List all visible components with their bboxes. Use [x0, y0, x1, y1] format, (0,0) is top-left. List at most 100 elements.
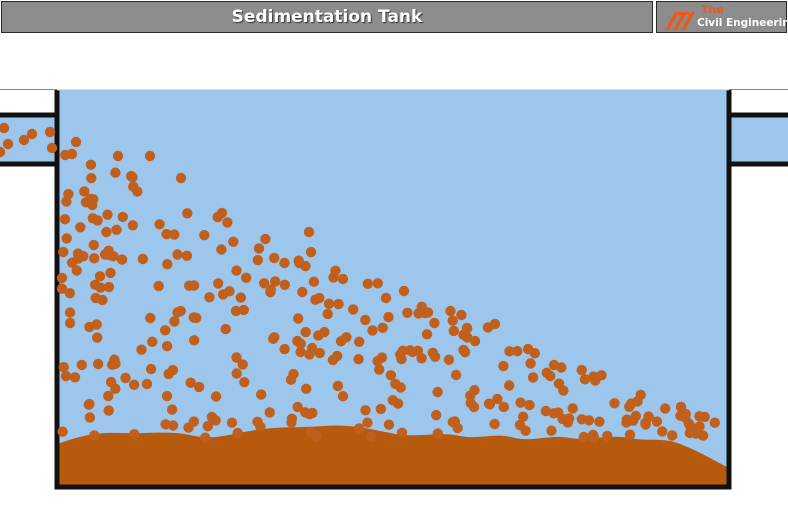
particle [279, 343, 290, 355]
particle [216, 244, 227, 255]
particle [56, 283, 68, 294]
particle [59, 149, 71, 161]
inlet-pipe-water [0, 115, 60, 163]
particle [259, 278, 270, 289]
particle [166, 404, 178, 415]
particle [188, 416, 199, 427]
particle [313, 330, 324, 341]
particle [443, 354, 455, 365]
particle [635, 389, 646, 401]
particle [402, 307, 413, 318]
particle [110, 167, 121, 178]
particle [517, 411, 529, 422]
particle [265, 284, 276, 295]
particle [294, 257, 305, 269]
particle [161, 390, 173, 402]
particle [385, 370, 397, 381]
particle [256, 389, 267, 400]
particle [189, 335, 200, 346]
particle [181, 250, 193, 261]
particle [365, 431, 377, 442]
particle [109, 354, 120, 365]
particle [103, 405, 114, 416]
particle [116, 254, 128, 265]
particle [514, 419, 526, 431]
particle [292, 401, 303, 413]
header: Sedimentation Tank The Civil Engineering [0, 0, 788, 36]
particle [94, 271, 106, 282]
particle [447, 416, 458, 428]
particle [199, 230, 210, 241]
particle [137, 253, 148, 265]
particle [413, 308, 424, 319]
particle [353, 354, 364, 365]
particle [200, 432, 211, 443]
particle [102, 209, 113, 220]
tank-svg [0, 89, 788, 490]
particle [204, 292, 215, 303]
particle [432, 428, 443, 439]
settling-particles [0, 122, 720, 443]
particle [310, 294, 321, 305]
title-bar: Sedimentation Tank [1, 1, 653, 33]
particle [504, 380, 515, 391]
particle [70, 136, 82, 148]
particle [489, 418, 500, 430]
particle [154, 219, 165, 230]
particle [390, 378, 401, 390]
logo: The Civil Engineering [656, 1, 788, 33]
particle [228, 236, 239, 247]
particle [303, 226, 315, 238]
particle [448, 325, 459, 337]
particle [89, 430, 100, 441]
particle [483, 398, 495, 409]
particle [383, 419, 395, 430]
particle [188, 312, 199, 323]
particle [372, 278, 383, 289]
particle [489, 318, 501, 330]
particle [260, 233, 271, 245]
particle [161, 340, 173, 352]
particle [602, 430, 613, 442]
particle [2, 138, 14, 150]
particle [525, 358, 536, 369]
particle [609, 398, 620, 409]
particle [314, 347, 325, 359]
particle [333, 298, 344, 310]
particle [322, 308, 333, 320]
particle [307, 407, 318, 419]
particle [450, 369, 462, 381]
particle [57, 426, 68, 437]
particle [105, 267, 116, 279]
particle [172, 249, 183, 260]
particle [230, 305, 242, 317]
particle [112, 150, 124, 162]
particle [117, 211, 128, 223]
particle [60, 370, 72, 382]
particle [524, 399, 535, 411]
particle [374, 364, 385, 375]
particle [160, 419, 171, 430]
particle [626, 398, 637, 409]
particle [270, 276, 281, 287]
particle [596, 370, 607, 381]
particle [235, 292, 246, 303]
particle [226, 417, 238, 428]
particle [515, 397, 526, 408]
particle [224, 286, 235, 297]
particle [202, 421, 213, 432]
particle [311, 431, 322, 442]
particle [354, 336, 365, 347]
particle [362, 278, 373, 289]
particle [456, 309, 467, 321]
particle [431, 410, 442, 421]
particle [264, 407, 275, 418]
particle [469, 335, 481, 347]
particle [128, 379, 140, 390]
particle [238, 304, 249, 316]
particle [697, 430, 709, 441]
particle [675, 401, 687, 413]
particle [675, 410, 686, 421]
particle [90, 279, 101, 290]
particle [46, 142, 58, 154]
